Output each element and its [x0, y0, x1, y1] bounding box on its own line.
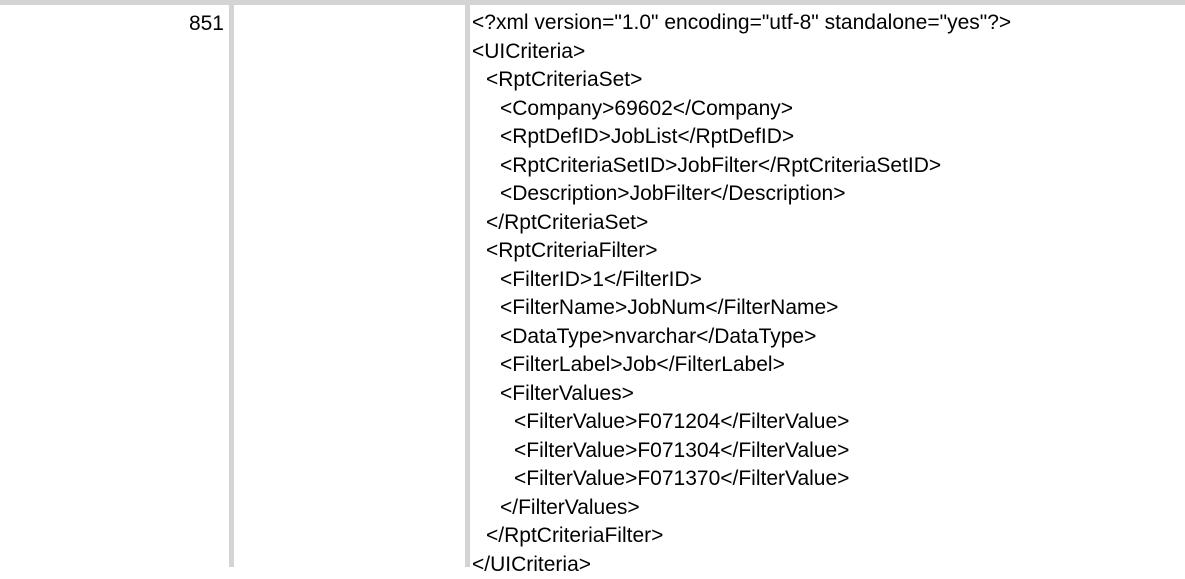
xml-line: <Description>JobFilter</Description>	[500, 182, 846, 205]
table-top-border	[0, 0, 1185, 5]
row-id: 851	[188, 12, 224, 35]
empty-cell	[238, 5, 465, 567]
xml-line: <RptCriteriaSetID>JobFilter</RptCriteria…	[500, 153, 942, 177]
row-id-cell: 851	[0, 5, 228, 567]
xml-line: <FilterValue>F071304</FilterValue>	[514, 438, 850, 462]
column-divider[interactable]	[229, 5, 234, 567]
xml-line: </RptCriteriaSet>	[486, 210, 649, 234]
xml-line: <RptCriteriaFilter>	[486, 239, 658, 262]
column-divider[interactable]	[465, 5, 470, 567]
xml-line: </RptCriteriaFilter>	[486, 524, 664, 547]
xml-line: <FilterValues>	[500, 381, 634, 405]
xml-line: <FilterID>1</FilterID>	[500, 267, 702, 291]
xml-line: <RptCriteriaSet>	[486, 68, 643, 91]
xml-criteria-cell: <?xml version="1.0" encoding="utf-8" sta…	[472, 5, 1182, 576]
xml-line: <FilterName>JobNum</FilterName>	[500, 296, 839, 319]
xml-line: <FilterValue>F071204</FilterValue>	[514, 410, 850, 433]
xml-line: <UICriteria>	[472, 39, 586, 63]
xml-line: </UICriteria>	[472, 552, 592, 576]
xml-line: </FilterValues>	[500, 495, 640, 519]
xml-line: <DataType>nvarchar</DataType>	[500, 324, 817, 348]
xml-line: <Company>69602</Company>	[500, 96, 794, 120]
xml-line: <FilterValue>F071370</FilterValue>	[514, 467, 850, 490]
xml-line: <?xml version="1.0" encoding="utf-8" sta…	[472, 11, 1012, 34]
xml-line: <RptDefID>JobList</RptDefID>	[500, 125, 795, 148]
xml-line: <FilterLabel>Job</FilterLabel>	[500, 353, 785, 376]
